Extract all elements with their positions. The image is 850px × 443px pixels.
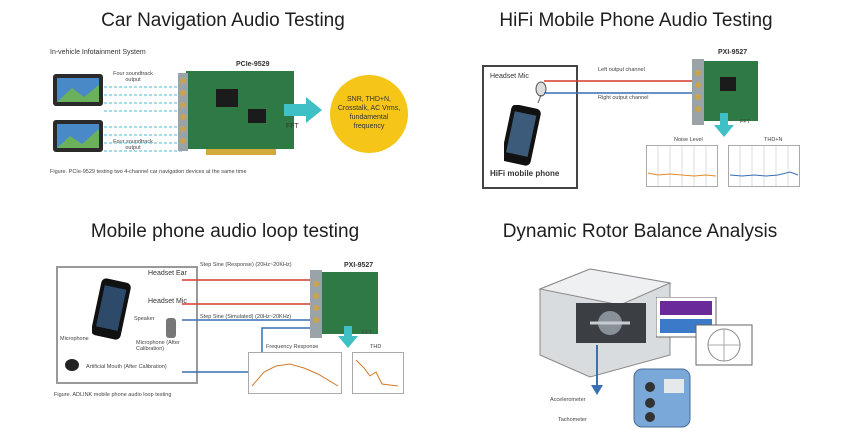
channel-lines (544, 80, 692, 94)
system-label: In-vehicle Infotainment System (50, 49, 146, 56)
freq-response-label: Frequency Response (266, 344, 319, 350)
calibrated-microphone-icon (166, 318, 176, 338)
tachometer-label: Tachometer (558, 417, 587, 423)
mic-after-label: Microphone (After Calibration) (136, 340, 180, 352)
mouth-label: Artificial Mouth (After Calibration) (86, 364, 167, 370)
analysis-screen-image (656, 297, 753, 366)
panel-title-hifi: HiFi Mobile Phone Audio Testing (499, 10, 773, 31)
thd-n-label: THD+N (764, 137, 783, 143)
artificial-mouth-icon (65, 359, 79, 371)
frequency-response-plot (248, 352, 342, 394)
device-box (56, 266, 198, 384)
fft-label-hifi: FFT (740, 119, 751, 125)
pxi-card-label: PXI-9527 (718, 49, 748, 56)
thd-label: THD (370, 344, 382, 350)
pxi-card-image (692, 59, 758, 125)
car-nav-device-icon (53, 120, 103, 152)
down-arrow-icon (714, 113, 734, 137)
fft-label: FFT (286, 123, 299, 130)
output-label-bottom: Four soundtrack output (113, 139, 153, 151)
smartphone-icon (92, 278, 131, 340)
panel-title-car: Car Navigation Audio Testing (101, 10, 345, 31)
phone-label: HiFi mobile phone (490, 169, 560, 178)
step-response-label: Step Sine (Response) (20Hz~20KHz) (200, 262, 292, 268)
card-label: PCIe-9529 (236, 61, 270, 68)
output-label-top: Four soundtrack output (113, 71, 153, 83)
loop-caption: Figure. ADLINK mobile phone audio loop t… (54, 392, 172, 398)
down-arrow-icon (338, 326, 358, 348)
balancing-machine-image (538, 268, 672, 378)
signal-arrow-icon (591, 345, 603, 395)
step-simulated-label: Step Sine (Simulated) (20Hz~20KHz) (200, 314, 292, 320)
pxi-card-image (310, 270, 378, 338)
headset-ear-label: Headset Ear (148, 270, 187, 277)
right-channel-label: Right output channel (598, 95, 649, 101)
noise-level-label: Noise Level (674, 137, 703, 143)
noise-level-plot (646, 145, 718, 187)
thd-plot (352, 352, 404, 394)
accelerometer-label: Accelerometer (550, 397, 586, 403)
headset-mic-label: Headset Mic (490, 73, 529, 80)
car-navigation-diagram: In-vehicle Infotainment System PCIe-9529… (48, 45, 418, 185)
headset-mic-label: Headset Mic (148, 298, 187, 305)
headset-icon (535, 81, 547, 103)
signal-lines (104, 86, 182, 152)
thd-n-plot (728, 145, 800, 187)
smartphone-icon (504, 105, 541, 166)
fft-label-loop: FFT (362, 330, 373, 336)
daq-device-image (633, 368, 691, 428)
microphone-label: Microphone (60, 336, 89, 342)
loop-signal-lines (182, 279, 310, 373)
rotor-image: Accelerometer Tachometer (530, 255, 770, 435)
panel-title-rotor: Dynamic Rotor Balance Analysis (502, 221, 778, 242)
metrics-text: SNR, THD+N, Crosstalk, AC Vrms, fundamen… (337, 96, 401, 130)
loop-diagram: Headset Ear Headset Mic Speaker Micropho… (52, 258, 417, 408)
left-channel-label: Left output channel (598, 67, 645, 73)
metrics-bubble (330, 75, 408, 153)
hifi-diagram: Headset Mic HiFi mobile phone Left outpu… (478, 45, 808, 195)
fft-arrow-icon (284, 97, 322, 123)
panel-title-loop: Mobile phone audio loop testing (90, 221, 360, 242)
pxi-card-label: PXI-9527 (344, 262, 374, 269)
car-nav-device-icon (53, 74, 103, 106)
pcie-card-image (178, 71, 294, 155)
car-caption: Figure. PCIe-9529 testing two 4-channel … (50, 169, 247, 175)
speaker-label: Speaker (134, 316, 155, 322)
